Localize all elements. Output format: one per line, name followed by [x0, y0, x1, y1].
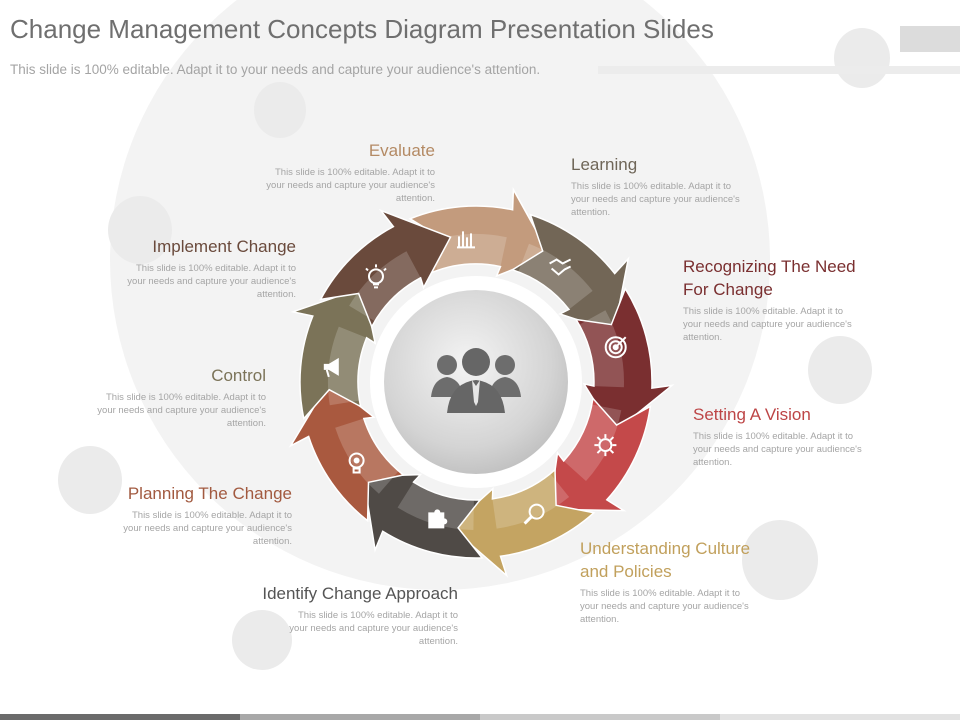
bar-chart-icon	[457, 231, 475, 249]
item-evaluate-body: This slide is 100% editable. Adapt it to…	[266, 167, 435, 204]
gear-icon	[594, 434, 617, 457]
item-culture-title: Understanding Culture and Policies	[580, 539, 751, 581]
item-planning: Planning The Change This slide is 100% e…	[100, 482, 292, 548]
item-recognizing: Recognizing The Need For Change This sli…	[683, 255, 883, 344]
item-approach: Identify Change Approach This slide is 1…	[218, 582, 458, 648]
people-group-icon	[431, 348, 521, 413]
cycle-segment-highlight	[349, 251, 421, 322]
item-control-title: Control	[211, 366, 266, 385]
target-icon	[604, 336, 627, 359]
cycle-segment-highlight	[335, 418, 399, 494]
item-evaluate: Evaluate This slide is 100% editable. Ad…	[255, 139, 435, 205]
item-vision-title: Setting A Vision	[693, 405, 811, 424]
bottom-bar-segment	[720, 714, 960, 720]
item-vision-body: This slide is 100% editable. Adapt it to…	[693, 431, 862, 468]
puzzle-icon	[428, 509, 448, 529]
bulb-gear-icon	[348, 452, 365, 474]
page-subtitle: This slide is 100% editable. Adapt it to…	[10, 62, 541, 77]
item-recognizing-body: This slide is 100% editable. Adapt it to…	[683, 306, 852, 343]
cycle-segment-highlight	[579, 310, 624, 388]
megaphone-icon	[323, 357, 339, 378]
lightbulb-icon	[365, 264, 387, 289]
bottom-bar-segment	[480, 714, 720, 720]
item-culture: Understanding Culture and Policies This …	[580, 537, 780, 626]
item-implement-body: This slide is 100% editable. Adapt it to…	[127, 263, 296, 300]
item-learning: Learning This slide is 100% editable. Ad…	[571, 153, 751, 219]
item-planning-title: Planning The Change	[127, 484, 292, 503]
item-learning-body: This slide is 100% editable. Adapt it to…	[571, 181, 740, 218]
item-control: Control This slide is 100% editable. Ada…	[86, 364, 266, 430]
bottom-bar	[0, 714, 960, 720]
item-approach-title: Identify Change Approach	[262, 584, 458, 603]
bottom-bar-segment	[240, 714, 480, 720]
item-learning-title: Learning	[571, 155, 638, 174]
item-control-body: This slide is 100% editable. Adapt it to…	[97, 392, 266, 429]
item-vision: Setting A Vision This slide is 100% edit…	[693, 403, 873, 469]
cycle-segment-highlight	[397, 482, 474, 530]
cycle-segment-highlight	[518, 243, 593, 310]
cycle-segment-highlight	[563, 404, 622, 481]
page-title: Change Management Concepts Diagram Prese…	[10, 14, 714, 44]
bottom-bar-segment	[0, 714, 240, 720]
corner-box	[900, 26, 960, 52]
item-evaluate-title: Evaluate	[368, 141, 435, 160]
magnifier-icon	[523, 503, 545, 525]
cycle-segment-highlight	[327, 326, 367, 406]
handshake-icon	[549, 258, 572, 276]
item-approach-body: This slide is 100% editable. Adapt it to…	[289, 610, 458, 647]
item-implement-title: Implement Change	[152, 237, 296, 256]
item-culture-body: This slide is 100% editable. Adapt it to…	[580, 588, 749, 625]
item-planning-body: This slide is 100% editable. Adapt it to…	[123, 510, 292, 547]
header-rule	[598, 66, 960, 74]
item-recognizing-title: Recognizing The Need For Change	[683, 257, 856, 299]
item-implement: Implement Change This slide is 100% edit…	[116, 235, 296, 301]
cycle-segment-highlight	[492, 473, 570, 529]
